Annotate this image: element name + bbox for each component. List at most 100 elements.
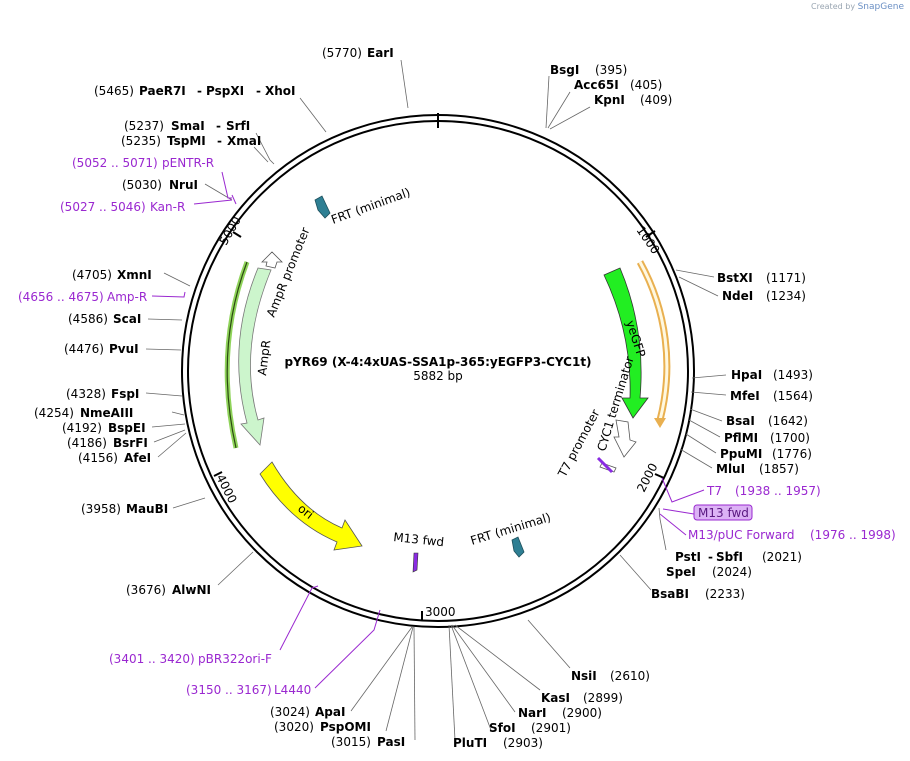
- primer-name: pENTR-R: [162, 156, 214, 170]
- enzyme-pos: (1171): [766, 271, 806, 285]
- enzyme-label: PaeR7I: [139, 84, 186, 98]
- enzyme-label: AfeI: [124, 451, 151, 465]
- enzyme-pos: (4476): [64, 342, 104, 356]
- enzyme-pos: (3020): [274, 720, 314, 734]
- credit-brand: SnapGene: [857, 2, 904, 12]
- primer-name: L4440: [274, 683, 311, 697]
- enzyme-pos: (3676): [126, 583, 166, 597]
- primer-name: pBR322ori-F: [198, 652, 272, 666]
- primer-name: M13 fwd: [698, 506, 749, 520]
- enzyme-label: KpnI: [594, 93, 625, 107]
- enzyme-label: FspI: [111, 387, 139, 401]
- enzyme-pos: (5030): [122, 178, 162, 192]
- enzyme-label: KasI: [541, 691, 570, 705]
- enzyme-pos: (3015): [331, 735, 371, 749]
- tick-label-3000: 3000: [425, 605, 456, 619]
- enzyme-label: XmaI: [227, 134, 261, 148]
- enzyme-pos: (1857): [759, 462, 799, 476]
- enzyme-label: SrfI: [226, 119, 250, 133]
- enzyme-labels: (5770) EarI BsgI (395) Acc65I (405) KpnI…: [34, 46, 813, 750]
- enzyme-label: NdeI: [722, 289, 753, 303]
- enzyme-leader-lines: [145, 59, 727, 741]
- enzyme-label: SmaI: [171, 119, 205, 133]
- primer-name: T7: [706, 484, 722, 498]
- enzyme-pos: (405): [630, 78, 662, 92]
- enzyme-label: AlwNI: [172, 583, 211, 597]
- enzyme-label: PvuI: [109, 342, 139, 356]
- primer-range: (5052 .. 5071): [72, 156, 158, 170]
- enzyme-label: PflMI: [724, 431, 758, 445]
- enzyme-label: PluTI: [453, 736, 487, 750]
- primer-range: (3150 .. 3167): [186, 683, 272, 697]
- svg-text:-: -: [708, 550, 713, 564]
- plasmid-size: 5882 bp: [413, 369, 463, 383]
- enzyme-label: PspOMI: [320, 720, 371, 734]
- feature-ampr-arrow: [238, 267, 272, 446]
- enzyme-label: SbfI: [716, 550, 743, 564]
- enzyme-pos: (1234): [766, 289, 806, 303]
- enzyme-pos: (5770): [322, 46, 362, 60]
- enzyme-label: NruI: [169, 178, 198, 192]
- feature-label-ampr: AmpR: [255, 339, 273, 376]
- primer-range: (1976 .. 1998): [810, 528, 896, 542]
- enzyme-pos: (5237): [124, 119, 164, 133]
- enzyme-label: BsaBI: [651, 587, 689, 601]
- enzyme-pos: (5465): [94, 84, 134, 98]
- enzyme-label: EarI: [367, 46, 394, 60]
- enzyme-label: BsaI: [726, 414, 755, 428]
- primer-leader-lines: [151, 171, 705, 689]
- primer-name: M13/pUC Forward: [688, 528, 795, 542]
- enzyme-pos: (3958): [81, 502, 121, 516]
- enzyme-label: XhoI: [265, 84, 296, 98]
- enzyme-pos: (2610): [610, 669, 650, 683]
- enzyme-pos: (1700): [770, 431, 810, 445]
- enzyme-pos: (2900): [562, 706, 602, 720]
- enzyme-pos: (2899): [583, 691, 623, 705]
- enzyme-label: NarI: [518, 706, 547, 720]
- enzyme-pos: (4705): [72, 268, 112, 282]
- snapgene-credit: Created by SnapGene: [811, 2, 904, 12]
- svg-text:-: -: [197, 84, 202, 98]
- tick-label-2000: 2000: [634, 461, 660, 495]
- enzyme-label: MluI: [716, 462, 745, 476]
- enzyme-pos: (2021): [762, 550, 802, 564]
- enzyme-label: ApaI: [315, 705, 345, 719]
- m13-fwd-highlight: [693, 504, 753, 521]
- features: [224, 195, 671, 573]
- primer-name: Amp-R: [107, 290, 147, 304]
- enzyme-label: BspEI: [108, 421, 146, 435]
- feature-ampr-promoter-arrow: [261, 251, 283, 269]
- enzyme-pos: (1776): [772, 447, 812, 461]
- enzyme-pos: (1564): [773, 389, 813, 403]
- enzyme-label: BstXI: [717, 271, 753, 285]
- feature-label-frt-top: FRT (minimal): [329, 185, 412, 227]
- enzyme-pos: (4254): [34, 406, 74, 420]
- enzyme-pos: (4186): [67, 436, 107, 450]
- enzyme-label: BsgI: [550, 63, 579, 77]
- enzyme-pos: (2901): [531, 721, 571, 735]
- primer-name: Kan-R: [150, 200, 185, 214]
- enzyme-pos: (3024): [270, 705, 310, 719]
- enzyme-pos: (395): [595, 63, 627, 77]
- enzyme-pos: (2233): [705, 587, 745, 601]
- enzyme-pos: (4192): [62, 421, 102, 435]
- enzyme-label: NmeAIII: [80, 406, 133, 420]
- enzyme-label: BsrFI: [113, 436, 148, 450]
- primer-labels: (5052 .. 5071) pENTR-R (5027 .. 5046) Ka…: [18, 156, 896, 697]
- primer-range: (5027 .. 5046): [60, 200, 146, 214]
- enzyme-pos: (1493): [773, 368, 813, 382]
- enzyme-label: Acc65I: [574, 78, 619, 92]
- enzyme-label: TspMI: [167, 134, 206, 148]
- enzyme-pos: (409): [640, 93, 672, 107]
- svg-text:-: -: [217, 134, 222, 148]
- enzyme-label: PasI: [377, 735, 405, 749]
- enzyme-label: HpaI: [731, 368, 762, 382]
- feature-yegfp-arrow: [603, 267, 649, 419]
- enzyme-label: NsiI: [571, 669, 597, 683]
- feature-label-frt-bottom: FRT (minimal): [469, 510, 553, 548]
- tick-label-5000: 5000: [216, 214, 243, 247]
- primer-range: (4656 .. 4675): [18, 290, 104, 304]
- credit-prefix: Created by: [811, 2, 856, 11]
- enzyme-label: SpeI: [666, 565, 696, 579]
